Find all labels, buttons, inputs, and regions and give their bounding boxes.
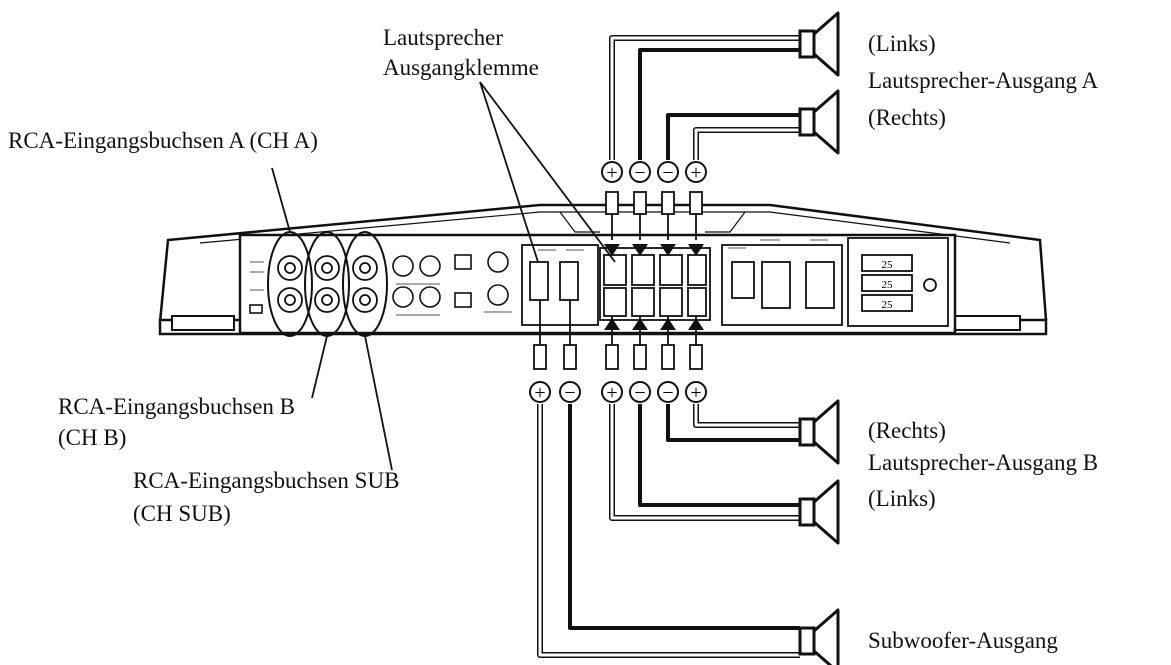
speaker-a-right — [798, 89, 840, 155]
speaker-a-left — [798, 11, 840, 77]
polarity-bottom-5: − — [662, 382, 673, 404]
wires-output-b-and-sub — [537, 404, 800, 658]
control-knobs — [249, 251, 509, 314]
rca-b-label-line2: (CH B) — [58, 425, 127, 450]
polarity-bottom-6: + — [690, 382, 701, 404]
plugs-top — [605, 191, 703, 240]
rca-jacks — [277, 255, 378, 313]
rca-a-label: RCA-Eingangsbuchsen A (CH A) — [8, 128, 318, 153]
subwoofer-label: Subwoofer-Ausgang — [868, 628, 1058, 653]
terminal-blocks — [529, 254, 835, 317]
arrows-bottom — [604, 318, 704, 330]
output-a-right-label: (Rechts) — [868, 105, 946, 130]
speaker-b-right — [798, 399, 840, 465]
terminal-label-line1: Lautsprecher — [383, 25, 504, 50]
polarity-bottom-2: − — [564, 382, 575, 404]
polarity-top-3: − — [662, 162, 673, 184]
rca-sub-label-line2: (CH SUB) — [133, 501, 231, 526]
terminal-label-line2: Ausgangklemme — [383, 55, 539, 80]
wires-output-a — [609, 35, 800, 160]
output-b-title: Lautsprecher-Ausgang B — [868, 450, 1099, 475]
amplifier — [158, 203, 1048, 336]
polarity-top — [601, 161, 707, 183]
speaker-b-left — [798, 479, 840, 545]
output-a-title: Lautsprecher-Ausgang A — [868, 68, 1099, 93]
fuse-block — [861, 254, 937, 312]
fuse-label-2: 25 — [882, 279, 894, 291]
polarity-top-1: + — [606, 162, 617, 184]
rca-b-label-line1: RCA-Eingangsbuchsen B — [58, 394, 296, 419]
plugs-bottom — [533, 300, 703, 370]
panel-markings — [250, 239, 828, 316]
leader-lines — [271, 81, 616, 471]
polarity-bottom — [529, 381, 707, 403]
arrows-top — [604, 244, 704, 256]
output-b-right-label: (Rechts) — [868, 418, 946, 443]
output-b-left-label: (Links) — [868, 486, 936, 511]
polarity-bottom-4: − — [634, 382, 645, 404]
fuse-label-3: 25 — [882, 299, 894, 311]
rca-sub-label-line1: RCA-Eingangsbuchsen SUB — [133, 468, 400, 493]
polarity-bottom-3: + — [606, 382, 617, 404]
fuse-label-1: 25 — [882, 259, 894, 271]
polarity-top-4: + — [690, 162, 701, 184]
polarity-bottom-1: + — [534, 382, 545, 404]
polarity-top-2: − — [634, 162, 645, 184]
subwoofer-speaker — [798, 608, 840, 665]
output-a-left-label: (Links) — [868, 31, 936, 56]
